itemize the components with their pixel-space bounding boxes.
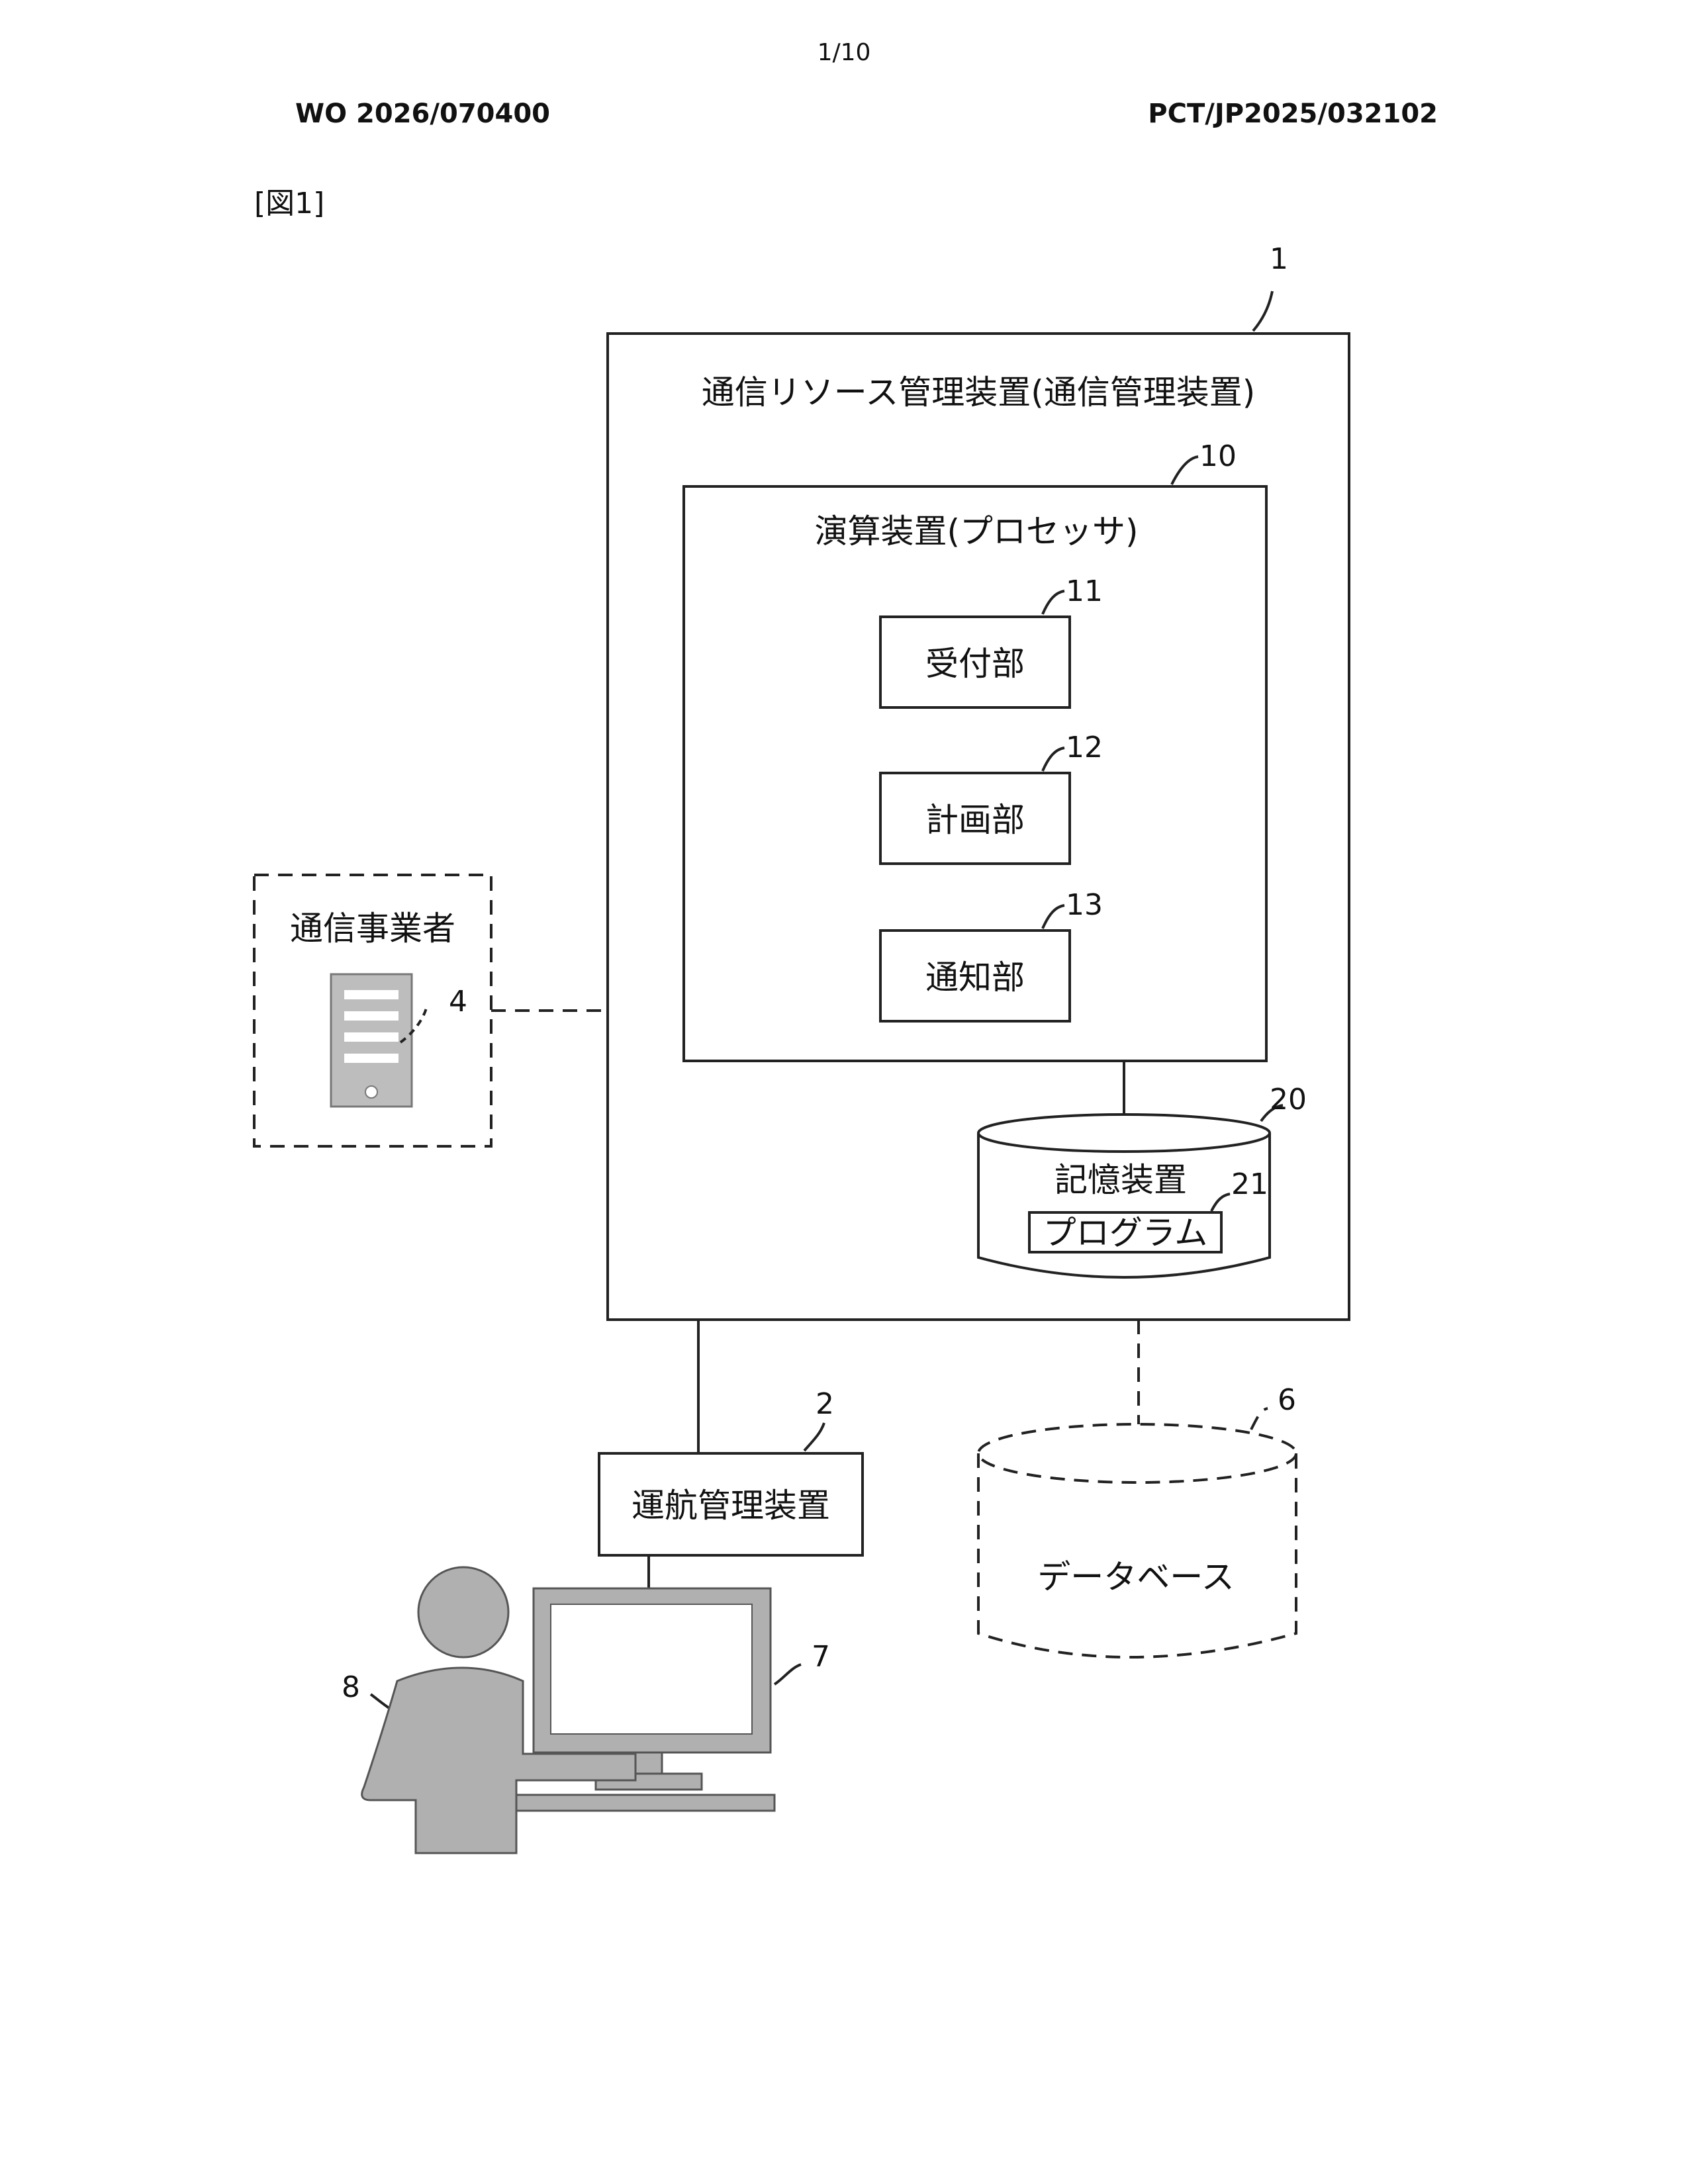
leader-6 (1251, 1408, 1268, 1430)
leader-12 (1043, 748, 1064, 771)
ref-storage: 20 (1270, 1085, 1307, 1115)
ref-database: 6 (1278, 1386, 1296, 1415)
processor-title: 演算装置(プロセッサ) (814, 515, 1138, 548)
leader-10 (1172, 457, 1198, 484)
ref-unit-planning: 12 (1066, 733, 1103, 762)
ref-unit-notification: 13 (1066, 891, 1103, 920)
ref-monitor: 7 (812, 1643, 830, 1672)
storage-cylinder-top (978, 1115, 1270, 1152)
operation-device-title: 運航管理装置 (632, 1489, 830, 1522)
leader-7 (774, 1664, 801, 1684)
program-label: プログラム (1043, 1216, 1208, 1250)
management-device-title: 通信リソース管理装置(通信管理装置) (702, 376, 1256, 409)
unit-notification-label: 通知部 (925, 961, 1025, 994)
storage-cylinder-body (978, 1133, 1270, 1277)
ref-operator: 8 (342, 1673, 360, 1702)
server-icon (331, 974, 412, 1107)
ref-program: 21 (1231, 1170, 1268, 1199)
ref-management-device: 1 (1270, 245, 1288, 274)
database-cylinder-body (978, 1453, 1296, 1657)
leader-13 (1043, 905, 1064, 929)
leader-21 (1211, 1194, 1230, 1211)
unit-reception-label: 受付部 (925, 647, 1025, 680)
database-title: データベース (1037, 1561, 1235, 1594)
ref-unit-reception: 11 (1066, 577, 1103, 606)
database-cylinder-top (978, 1424, 1296, 1482)
ref-processor: 10 (1199, 442, 1237, 471)
leader-2 (804, 1423, 824, 1451)
ref-carrier-server: 4 (449, 987, 467, 1017)
carrier-title: 通信事業者 (290, 912, 455, 945)
ref-operation-device: 2 (816, 1390, 834, 1419)
leader-11 (1043, 591, 1064, 614)
storage-title: 記憶装置 (1055, 1163, 1187, 1197)
leader-1 (1253, 291, 1272, 331)
unit-planning-label: 計画部 (925, 803, 1025, 837)
